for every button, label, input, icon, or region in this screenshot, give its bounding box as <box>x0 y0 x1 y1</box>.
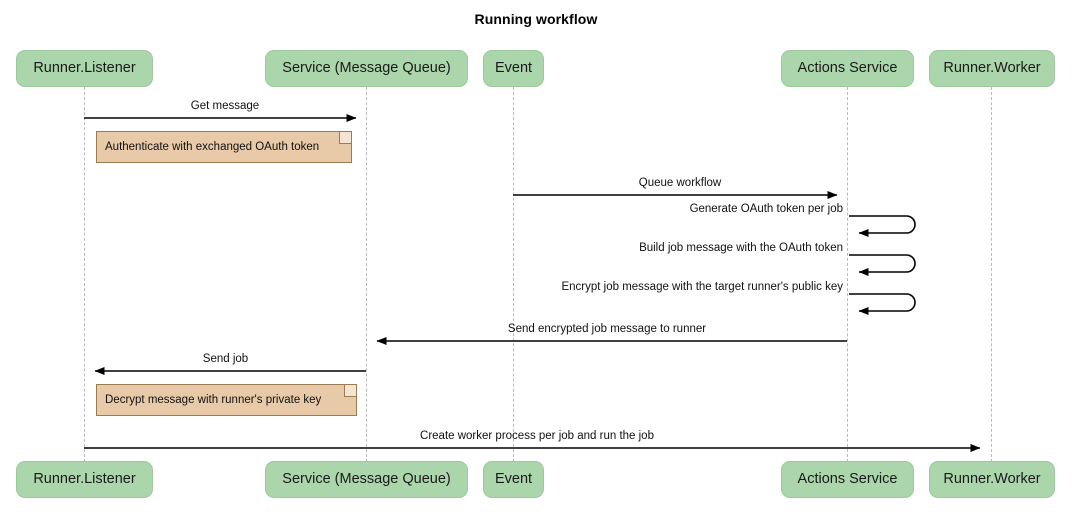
message-label-create-worker: Create worker process per job and run th… <box>420 430 654 442</box>
participant-bottom-runner-worker[interactable]: Runner.Worker <box>929 461 1055 498</box>
participant-bottom-event[interactable]: Event <box>483 461 544 498</box>
message-label-queue-workflow: Queue workflow <box>638 177 722 189</box>
message-label-send-encrypted: Send encrypted job message to runner <box>507 323 707 335</box>
message-arrow-generate-token <box>849 215 916 237</box>
message-arrow-build-job-message <box>849 254 916 276</box>
participant-top-runner-worker[interactable]: Runner.Worker <box>929 50 1055 87</box>
participant-label: Actions Service <box>797 471 898 487</box>
note-fold-corner-icon <box>344 385 356 397</box>
participant-label: Runner.Listener <box>33 60 136 76</box>
message-label-generate-token: Generate OAuth token per job <box>689 203 843 215</box>
participant-top-service-mq[interactable]: Service (Message Queue) <box>265 50 468 87</box>
participant-top-event[interactable]: Event <box>483 50 544 87</box>
lifeline-event <box>513 87 514 462</box>
participant-bottom-runner-listener[interactable]: Runner.Listener <box>16 461 153 498</box>
participant-label: Service (Message Queue) <box>282 60 451 76</box>
note-decrypt: Decrypt message with runner's private ke… <box>96 384 357 416</box>
participant-label: Event <box>494 60 533 76</box>
participant-label: Runner.Worker <box>943 60 1041 76</box>
message-label-encrypt-job: Encrypt job message with the target runn… <box>561 281 843 293</box>
lifeline-runner-worker <box>991 87 992 462</box>
participant-bottom-service-mq[interactable]: Service (Message Queue) <box>265 461 468 498</box>
page-title: Running workflow <box>474 11 598 27</box>
lifeline-actions-service <box>847 87 848 462</box>
participant-label: Runner.Worker <box>943 471 1041 487</box>
participant-label: Runner.Listener <box>33 471 136 487</box>
participant-top-runner-listener[interactable]: Runner.Listener <box>16 50 153 87</box>
lifeline-service-mq <box>366 87 367 462</box>
participant-label: Event <box>494 471 533 487</box>
lifeline-runner-listener <box>84 87 85 462</box>
message-label-get-message: Get message <box>190 100 260 112</box>
participant-label: Actions Service <box>797 60 898 76</box>
note-label: Authenticate with exchanged OAuth token <box>105 141 320 153</box>
participant-label: Service (Message Queue) <box>282 471 451 487</box>
participant-top-actions-service[interactable]: Actions Service <box>781 50 914 87</box>
note-label: Decrypt message with runner's private ke… <box>105 394 322 406</box>
message-label-build-job-message: Build job message with the OAuth token <box>639 242 843 254</box>
note-authenticate: Authenticate with exchanged OAuth token <box>96 131 352 163</box>
note-fold-corner-icon <box>339 132 351 144</box>
participant-bottom-actions-service[interactable]: Actions Service <box>781 461 914 498</box>
message-arrow-encrypt-job <box>849 293 916 315</box>
message-label-send-job: Send job <box>202 353 249 365</box>
